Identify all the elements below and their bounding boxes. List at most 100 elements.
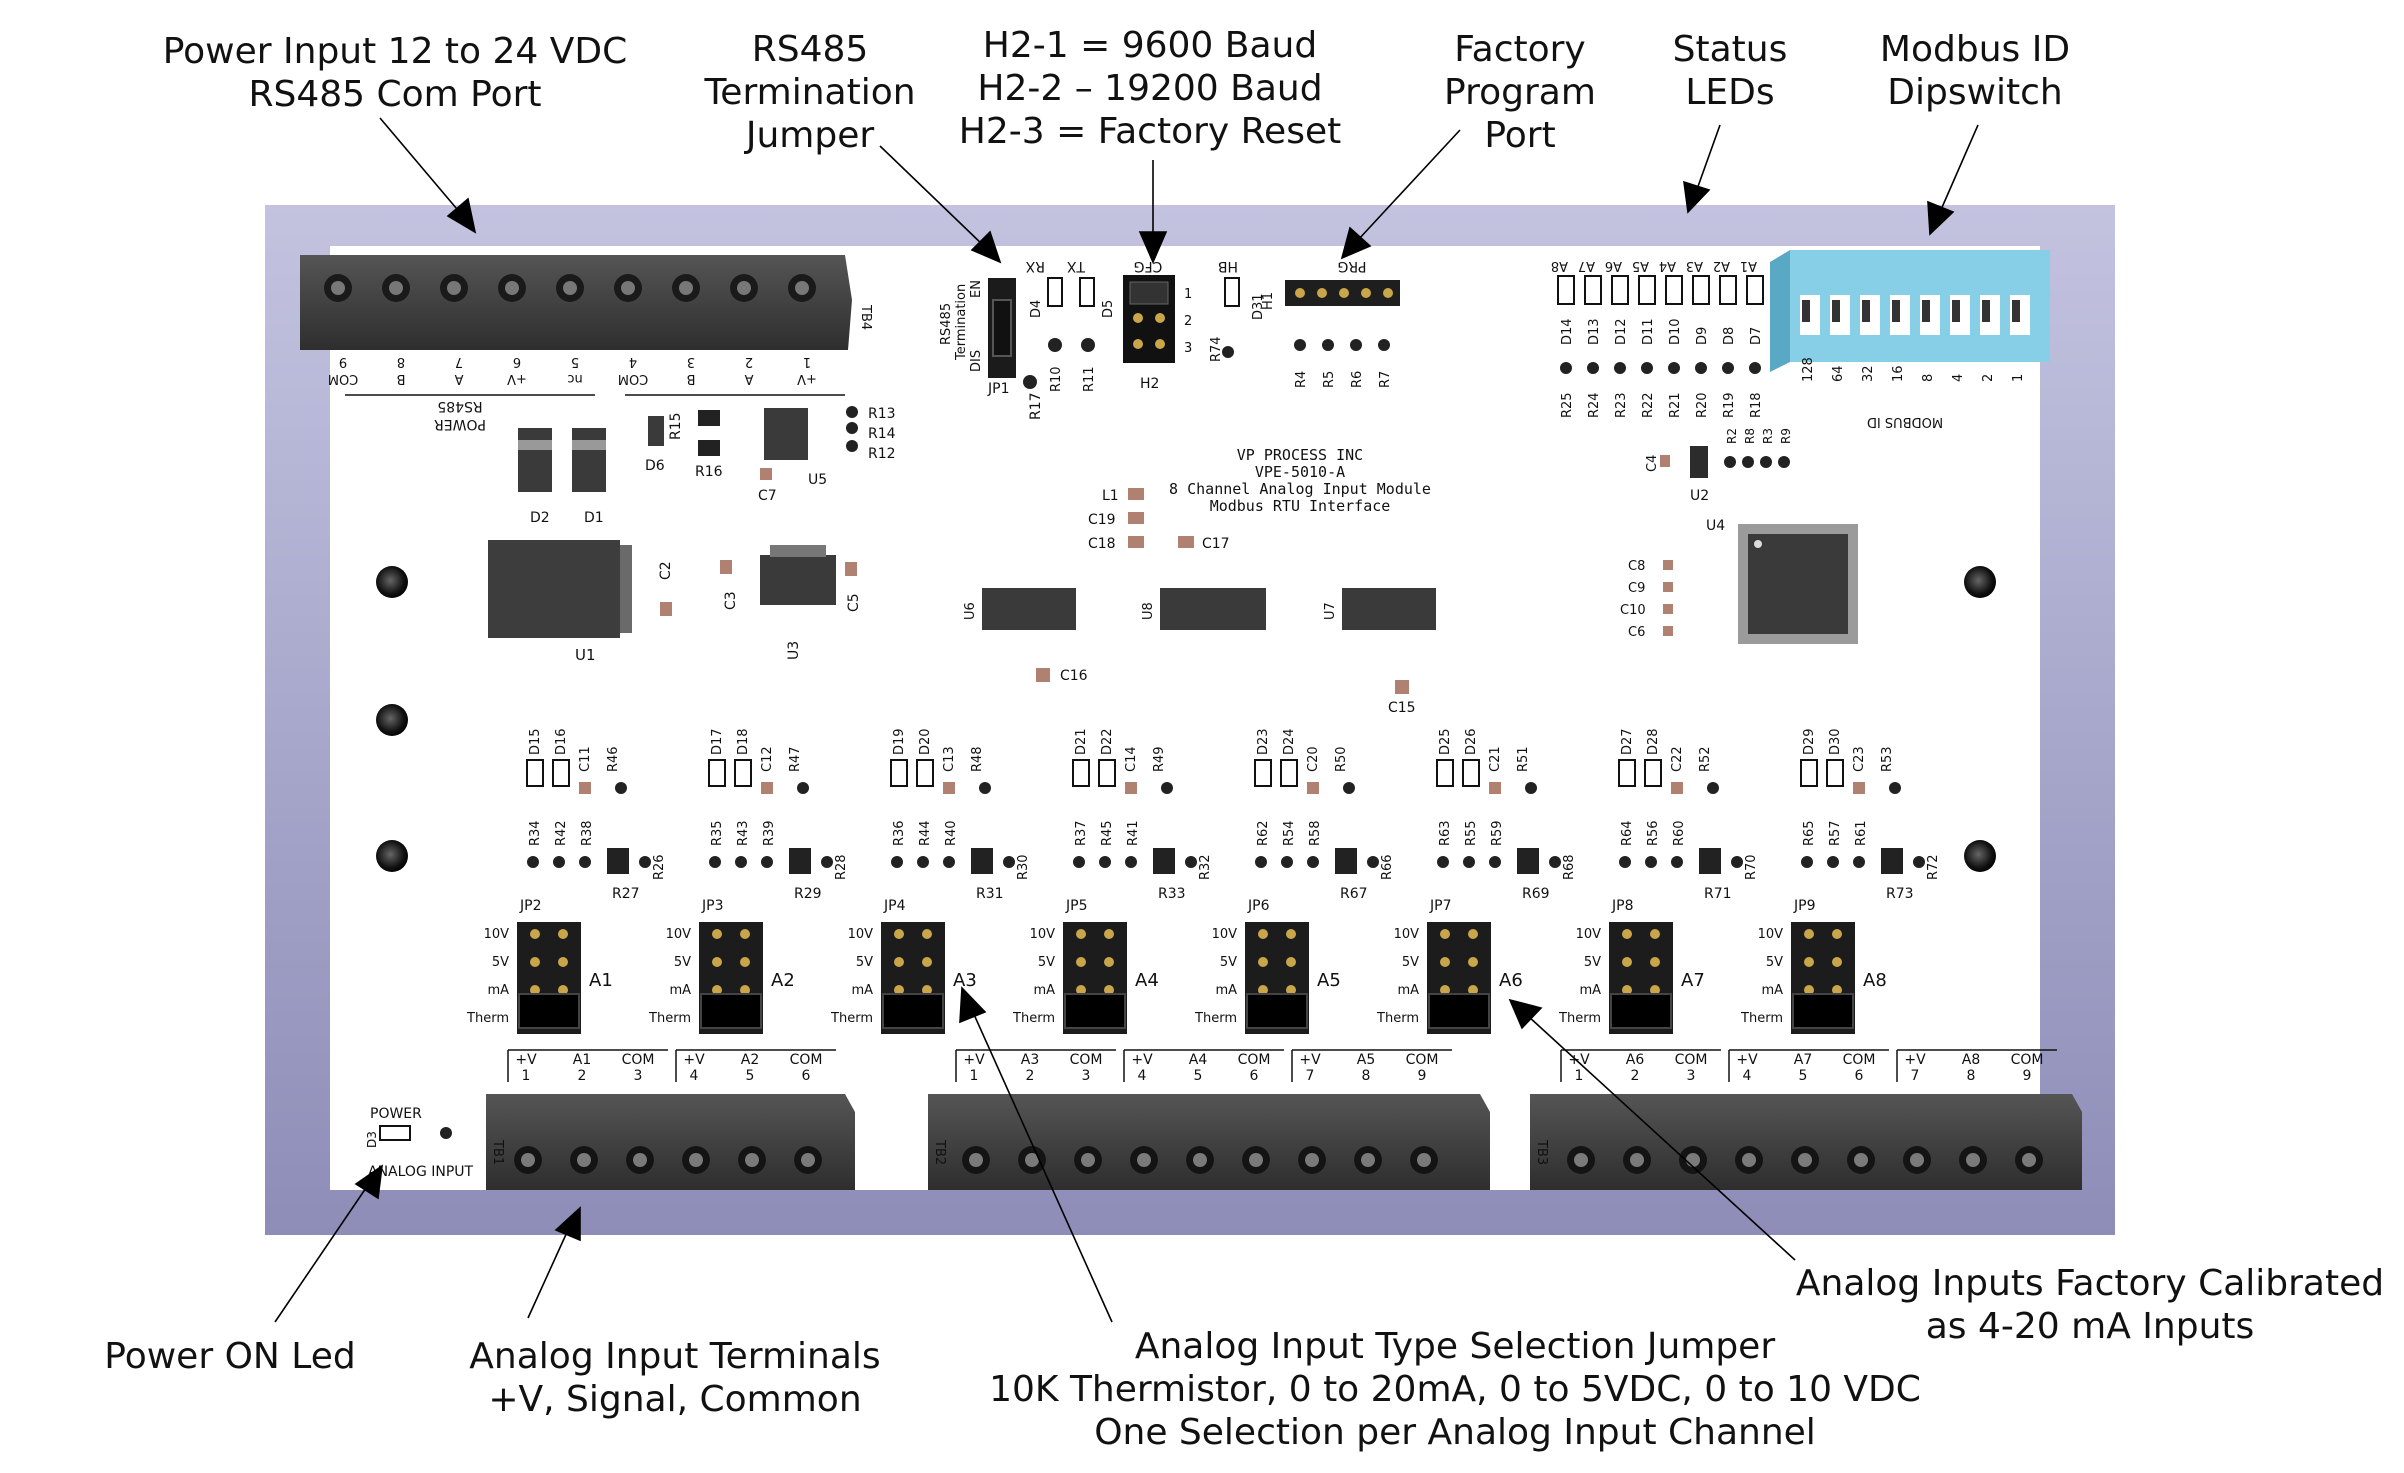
channel-resistor-ref: R26 <box>652 854 667 880</box>
jumper-pin <box>1076 985 1086 995</box>
jumper-option-label: 5V <box>1584 955 1601 970</box>
channel-capacitor <box>1671 782 1683 794</box>
terminal-signal-label: A7 <box>1794 1052 1812 1068</box>
channel-transistor <box>789 848 811 874</box>
channel-resistor-ref: R72 <box>1926 854 1941 880</box>
terminal-screw-head <box>1137 1153 1151 1167</box>
jumper-pin <box>1076 929 1086 939</box>
channel-resistor <box>579 856 591 868</box>
channel-resistor <box>553 856 565 868</box>
jumper-pin <box>558 929 568 939</box>
jumper-pin <box>740 985 750 995</box>
h2-pin-1: 1 <box>1184 287 1192 302</box>
terminal-number-label: 1 <box>522 1068 531 1084</box>
r13-label: R13 <box>868 406 896 422</box>
channel-resistor-ref: R60 <box>1672 820 1687 846</box>
channel-resistor-ref: R67 <box>1340 886 1368 902</box>
d4-label: D4 <box>1029 300 1044 318</box>
u3-label: U3 <box>786 641 802 660</box>
status-resistor-ref: R24 <box>1587 392 1602 418</box>
r3-label: R3 <box>1761 428 1775 444</box>
status-resistor <box>1749 362 1761 374</box>
status-led-ref: D9 <box>1695 327 1710 345</box>
callout-power-input: Power Input 12 to 24 VDC RS485 Com Port <box>130 30 660 116</box>
callout-rs485-termination: RS485 Termination Jumper <box>680 28 940 157</box>
terminal-number-label: 8 <box>1967 1068 1976 1084</box>
channel-diode-ref: D17 <box>710 728 725 755</box>
channel-resistor <box>1671 856 1683 868</box>
channel-resistor-ref: R53 <box>1880 746 1895 772</box>
u8-label: U8 <box>1141 602 1156 620</box>
jumper-option-label: Therm <box>1376 1011 1419 1026</box>
channel-resistor-ref: R39 <box>762 820 777 846</box>
tx-label: TX <box>1066 258 1086 274</box>
callout-status-line2: LEDs <box>1685 72 1775 113</box>
channel-diode-ref: D28 <box>1646 728 1661 755</box>
jp1-termination-jumper <box>988 278 1016 378</box>
callout-prg-line1: Factory <box>1454 29 1586 70</box>
callout-type-line3: One Selection per Analog Input Channel <box>1094 1412 1816 1453</box>
channel-resistor-ref: R30 <box>1016 854 1031 880</box>
terminal-number-label: 5 <box>746 1068 755 1084</box>
channel-transistor <box>1881 848 1903 874</box>
r2-label: R2 <box>1725 428 1739 444</box>
u5 <box>764 408 808 460</box>
r6-label: R6 <box>1350 371 1365 388</box>
callout-prg-line3: Port <box>1484 115 1556 156</box>
status-resistor <box>1722 362 1734 374</box>
status-led-ref: D13 <box>1587 318 1602 345</box>
jumper-option-label: 10V <box>1212 927 1238 942</box>
u5-label: U5 <box>808 472 827 488</box>
dip-value-label: 128 <box>1801 357 1816 382</box>
callout-factory-program: Factory Program Port <box>1400 28 1640 157</box>
r14-label: R14 <box>868 426 896 442</box>
channel-resistor <box>979 782 991 794</box>
terminal-number-label: 1 <box>1575 1068 1584 1084</box>
channel-resistor <box>1525 782 1537 794</box>
jumper-pin <box>1650 929 1660 939</box>
power-led-label: POWER <box>370 1106 422 1122</box>
tb4-pin-number: 7 <box>455 354 463 369</box>
channel-diode-ref: D15 <box>528 728 543 755</box>
terminal-number-label: 4 <box>1138 1068 1147 1084</box>
terminal-signal-label: A4 <box>1189 1052 1208 1068</box>
jumper-pin <box>530 957 540 967</box>
jumper-pin <box>1104 929 1114 939</box>
jumper-ref: JP8 <box>1611 898 1633 914</box>
jumper-channel-label: A3 <box>953 970 977 991</box>
channel-cap-ref: C13 <box>942 746 957 772</box>
channel-diode-ref: D20 <box>918 728 933 755</box>
status-resistor-ref: R22 <box>1641 392 1656 418</box>
status-led <box>1719 275 1737 305</box>
channel-diode-ref: D22 <box>1100 728 1115 755</box>
jumper-option-label: 5V <box>1766 955 1783 970</box>
channel-resistor-ref: R63 <box>1438 820 1453 846</box>
channel-diode-ref: D29 <box>1802 728 1817 755</box>
dip-value-label: 4 <box>1951 374 1966 382</box>
terminal-signal-label: A3 <box>1021 1052 1039 1068</box>
r4-label: R4 <box>1294 371 1309 388</box>
channel-resistor <box>1489 856 1501 868</box>
terminal-number-label: 3 <box>1082 1068 1091 1084</box>
channel-resistor-ref: R71 <box>1704 886 1732 902</box>
terminal-number-label: 9 <box>1418 1068 1427 1084</box>
channel-resistor <box>1853 856 1865 868</box>
channel-resistor-ref: R27 <box>612 886 640 902</box>
terminal-signal-label: COM <box>1070 1052 1103 1068</box>
jumper-shunt <box>518 993 580 1029</box>
channel-resistor-ref: R50 <box>1334 746 1349 772</box>
dip-value-label: 16 <box>1891 365 1906 382</box>
channel-resistor-ref: R34 <box>528 820 543 846</box>
jumper-shunt <box>1792 993 1854 1029</box>
terminal-signal-label: COM <box>1406 1052 1439 1068</box>
jumper-pin <box>530 929 540 939</box>
jumper-pin <box>1286 985 1296 995</box>
callout-modbus-line2: Dipswitch <box>1887 72 2063 113</box>
terminal-number-label: 6 <box>802 1068 811 1084</box>
jumper-option-label: 10V <box>848 927 874 942</box>
channel-diode <box>1280 759 1298 787</box>
terminal-signal-label: A5 <box>1357 1052 1375 1068</box>
status-led-channel-label: A8 <box>1551 258 1568 273</box>
jp1-dis: DIS <box>969 350 984 372</box>
tb4-pin-name: +V <box>507 371 527 386</box>
